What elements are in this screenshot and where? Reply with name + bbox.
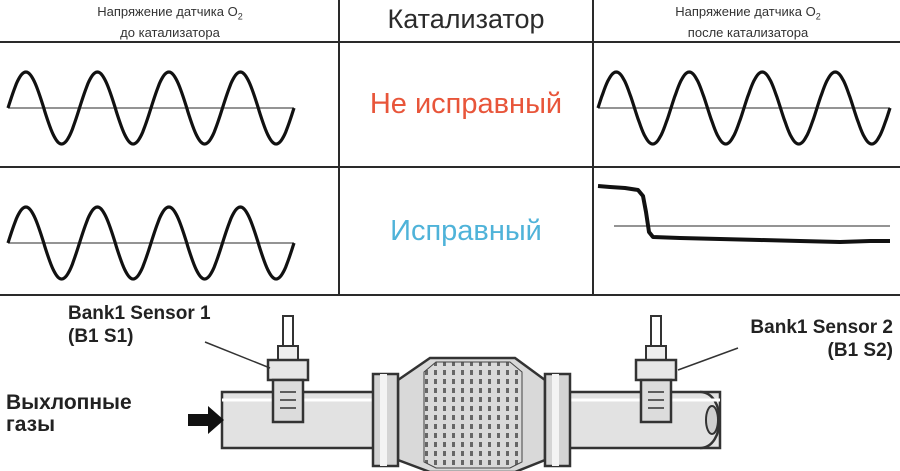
sensor1-label-line2: (B1 S1) — [68, 326, 134, 347]
waveform-row1-downstream — [596, 70, 892, 146]
sensor2-label: Bank1 Sensor 2 (B1 S2) — [697, 316, 893, 362]
exhaust-label-line2: газы — [6, 413, 56, 436]
sensor2-label-line1: Bank1 Sensor 2 — [750, 317, 893, 338]
sensor2-label-line2: (B1 S2) — [827, 340, 893, 361]
waveforms — [6, 70, 892, 281]
upstream-sensor-icon — [266, 315, 310, 424]
waveform-row1-upstream — [6, 70, 296, 146]
column-divider-right — [592, 0, 594, 296]
header-downstream-line2: после катализатора — [687, 24, 809, 40]
downstream-sensor-icon — [634, 315, 678, 424]
exhaust-gas-label: Выхлопные газы — [6, 392, 132, 436]
flow-arrow-icon — [188, 406, 224, 434]
sensor1-label-line1: Bank1 Sensor 1 — [68, 303, 211, 324]
table-bottom-divider — [0, 294, 900, 296]
catalytic-converter — [371, 356, 572, 471]
header-catalyst: Катализатор — [387, 4, 545, 34]
waveform-row2-upstream — [6, 205, 296, 281]
sensor1-label: Bank1 Sensor 1 (B1 S1) — [68, 302, 211, 348]
row-divider — [0, 166, 900, 168]
header-downstream-subscript: 2 — [815, 11, 821, 22]
waveform-row2-downstream — [597, 184, 890, 244]
comparison-table — [0, 0, 900, 296]
sensor1-leader-line — [204, 341, 271, 369]
header-upstream-subscript: 2 — [237, 11, 243, 22]
header-upstream-line2: до катализатора — [120, 24, 220, 40]
header-upstream-line1: Напряжение датчика O — [97, 4, 238, 19]
header-upstream-sensor: Напряжение датчика O2 до катализатора — [20, 4, 320, 41]
exhaust-system-diagram — [188, 315, 739, 471]
sensor2-leader-line — [677, 347, 739, 371]
status-ok: Исправный — [390, 215, 542, 247]
status-faulty: Не исправный — [369, 88, 563, 120]
header-downstream-line1: Напряжение датчика O — [675, 4, 816, 19]
exhaust-label-line1: Выхлопные — [6, 391, 132, 414]
header-downstream-sensor: Напряжение датчика O2 после катализатора — [598, 4, 898, 41]
column-divider-left — [338, 0, 340, 296]
header-divider — [0, 41, 900, 43]
